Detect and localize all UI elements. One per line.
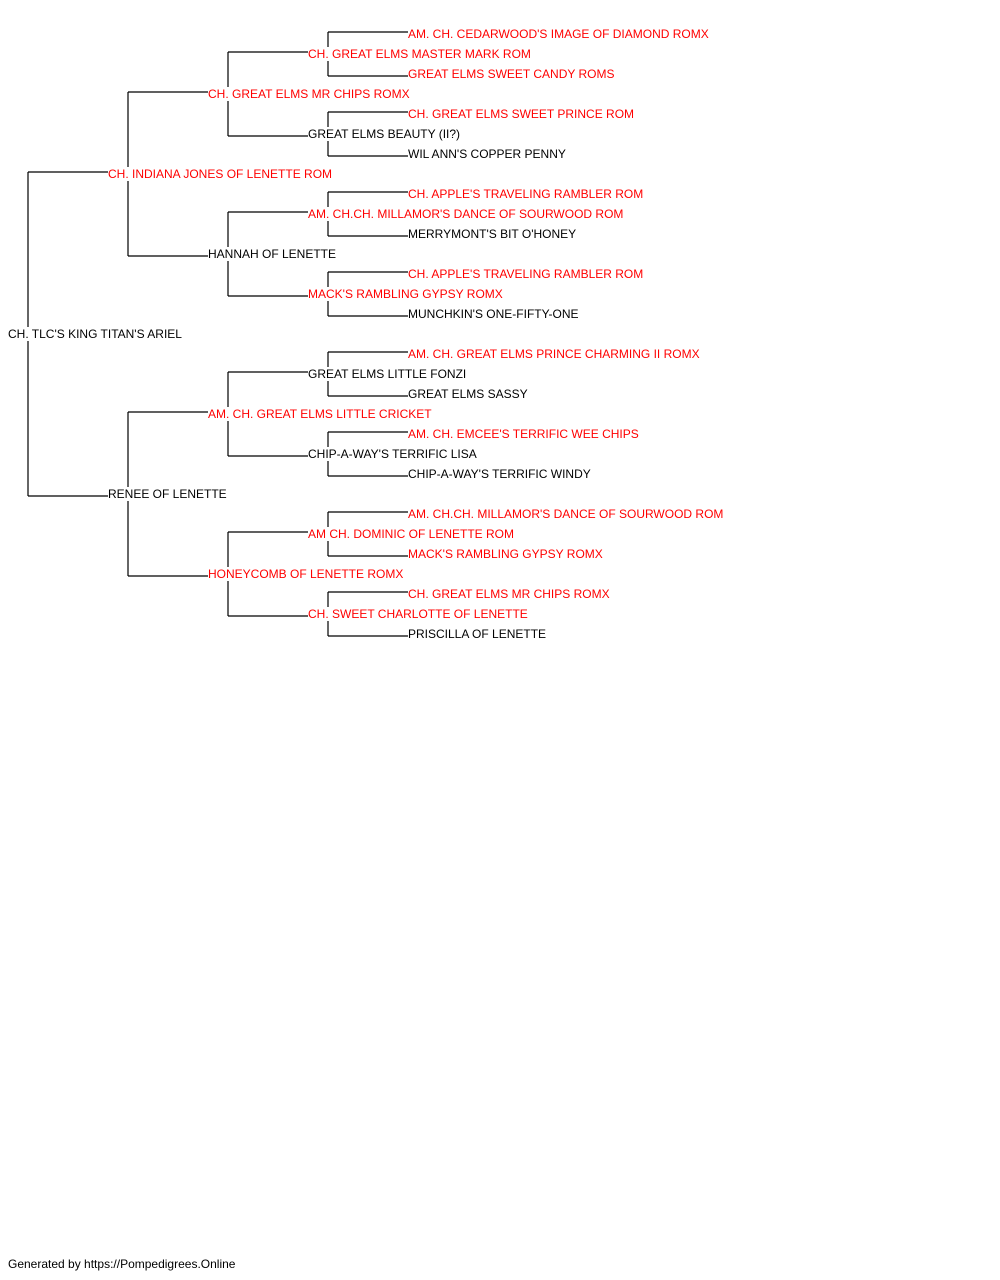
pedigree-dog-gen4: WIL ANN'S COPPER PENNY: [408, 147, 566, 161]
pedigree-dog-gen4: CH. GREAT ELMS MR CHIPS ROMX: [408, 587, 610, 601]
pedigree-dog-gen4: CH. APPLE'S TRAVELING RAMBLER ROM: [408, 187, 644, 201]
pedigree-dog-gen4: CHIP-A-WAY'S TERRIFIC WINDY: [408, 467, 591, 481]
pedigree-dog-gen3: GREAT ELMS LITTLE FONZI: [308, 367, 467, 381]
pedigree-dog-gen2: HANNAH OF LENETTE: [208, 247, 337, 261]
pedigree-dog-gen0: CH. TLC'S KING TITAN'S ARIEL: [8, 327, 182, 341]
pedigree-dog-gen3: MACK'S RAMBLING GYPSY ROMX: [308, 287, 503, 301]
pedigree-dog-gen4: MERRYMONT'S BIT O'HONEY: [408, 227, 577, 241]
pedigree-dog-gen4: GREAT ELMS SASSY: [408, 387, 528, 401]
pedigree-dog-gen4: CH. GREAT ELMS SWEET PRINCE ROM: [408, 107, 635, 121]
pedigree-dog-gen4: MACK'S RAMBLING GYPSY ROMX: [408, 547, 603, 561]
pedigree-dog-gen3: CH. SWEET CHARLOTTE OF LENETTE: [308, 607, 528, 621]
pedigree-dog-gen2: CH. GREAT ELMS MR CHIPS ROMX: [208, 87, 410, 101]
pedigree-dog-gen3: AM CH. DOMINIC OF LENETTE ROM: [308, 527, 515, 541]
pedigree-dog-gen1: RENEE OF LENETTE: [108, 487, 227, 501]
pedigree-dog-gen4: MUNCHKIN'S ONE-FIFTY-ONE: [408, 307, 579, 321]
generated-by-footer: Generated by https://Pompedigrees.Online: [8, 1257, 236, 1271]
pedigree-dog-gen4: PRISCILLA OF LENETTE: [408, 627, 547, 641]
pedigree-dog-gen4: CH. APPLE'S TRAVELING RAMBLER ROM: [408, 267, 644, 281]
pedigree-dog-gen4: GREAT ELMS SWEET CANDY ROMS: [408, 67, 615, 81]
pedigree-dog-gen3: CHIP-A-WAY'S TERRIFIC LISA: [308, 447, 477, 461]
pedigree-dog-gen4: AM. CH.CH. MILLAMOR'S DANCE OF SOURWOOD …: [408, 507, 724, 521]
pedigree-dog-gen4: AM. CH. EMCEE'S TERRIFIC WEE CHIPS: [408, 427, 639, 441]
pedigree-dog-gen3: CH. GREAT ELMS MASTER MARK ROM: [308, 47, 531, 61]
pedigree-dog-gen3: AM. CH.CH. MILLAMOR'S DANCE OF SOURWOOD …: [308, 207, 624, 221]
pedigree-dog-gen4: AM. CH. GREAT ELMS PRINCE CHARMING II RO…: [408, 347, 700, 361]
pedigree-dog-gen1: CH. INDIANA JONES OF LENETTE ROM: [108, 167, 333, 181]
pedigree-dog-gen2: AM. CH. GREAT ELMS LITTLE CRICKET: [208, 407, 432, 421]
pedigree-dog-gen4: AM. CH. CEDARWOOD'S IMAGE OF DIAMOND ROM…: [408, 27, 709, 41]
pedigree-dog-gen2: HONEYCOMB OF LENETTE ROMX: [208, 567, 404, 581]
pedigree-dog-gen3: GREAT ELMS BEAUTY (II?): [308, 127, 461, 141]
